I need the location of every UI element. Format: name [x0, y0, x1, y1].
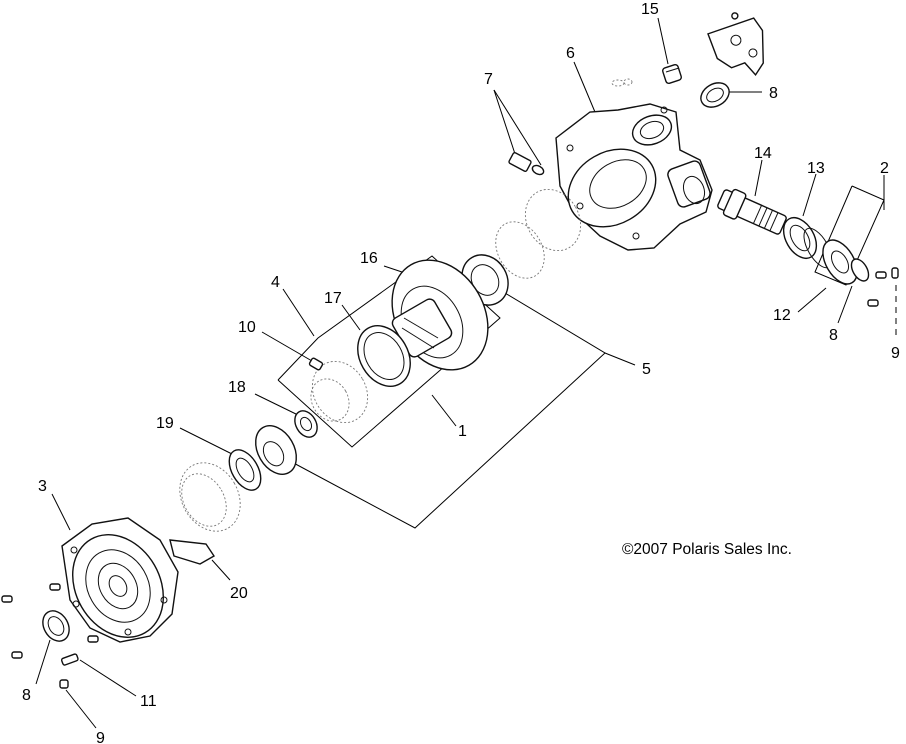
callout-3: 3	[38, 478, 47, 495]
callout-5: 5	[642, 361, 651, 378]
callout-15: 15	[641, 1, 659, 18]
vent-fitting	[611, 78, 633, 87]
clutch-components	[308, 357, 369, 424]
copyright-notice: ©2007 Polaris Sales Inc.	[622, 541, 792, 558]
ring-gear-outline	[495, 188, 582, 279]
callout-9-right: 9	[891, 345, 900, 362]
callout-20: 20	[230, 585, 248, 602]
callout-12: 12	[773, 307, 791, 324]
callout-1: 1	[458, 423, 467, 440]
pinion-shaft	[717, 188, 787, 235]
gearcase-cover	[61, 517, 215, 643]
oil-seal-bottom	[42, 610, 70, 642]
snap-ring	[357, 325, 411, 387]
callout-8-right: 8	[829, 327, 838, 344]
callout-10: 10	[238, 319, 256, 336]
callout-19: 19	[156, 415, 174, 432]
mounting-bracket	[707, 12, 764, 77]
callout-7: 7	[484, 71, 493, 88]
callout-11: 11	[140, 693, 157, 710]
callout-18: 18	[228, 379, 246, 396]
dowel-pin	[60, 653, 79, 666]
callout-9-bottom: 9	[96, 730, 105, 744]
callouts: 15 8 6 7 14 13 2 12 8 9 16 17 4 10 5 18 …	[22, 1, 900, 744]
callout-4: 4	[271, 274, 280, 291]
pinion-bearing	[782, 217, 818, 259]
callout-14: 14	[754, 145, 772, 162]
callout-8-top: 8	[769, 85, 778, 102]
o-ring-and-cover	[803, 227, 870, 285]
callout-13: 13	[807, 160, 825, 177]
main-gearcase-housing	[555, 103, 713, 251]
cover-bolts-left	[1, 583, 99, 689]
callout-16: 16	[360, 250, 378, 267]
oil-seal-top	[700, 82, 730, 108]
callout-2: 2	[880, 160, 889, 177]
gasket-ring-outline	[179, 462, 241, 532]
drain-plug	[661, 63, 683, 85]
output-seal	[228, 449, 262, 491]
output-hub	[255, 425, 297, 475]
callout-8-bottom: 8	[22, 687, 31, 704]
inner-bearing	[294, 410, 318, 438]
cover-bolts-right	[867, 267, 899, 307]
callout-17: 17	[324, 290, 342, 307]
ring-gear	[391, 259, 489, 371]
callout-6: 6	[566, 45, 575, 62]
breather-fittings	[508, 152, 545, 176]
